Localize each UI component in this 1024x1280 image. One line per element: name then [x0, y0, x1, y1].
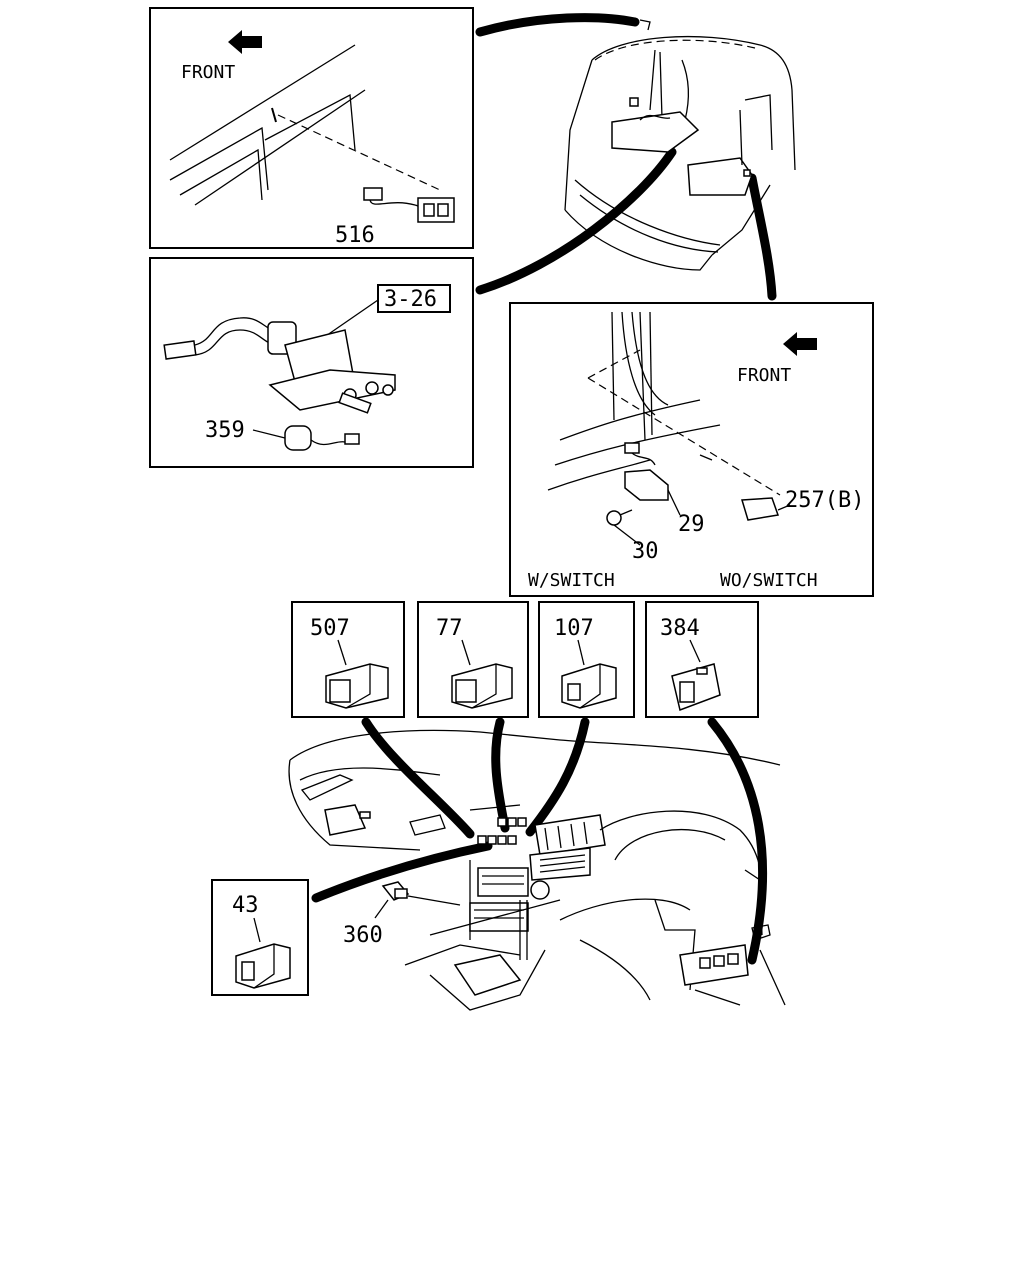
vehicle-cab-sketch — [564, 19, 796, 271]
part-label-257b: 257(B) — [785, 488, 864, 513]
part-label-30: 30 — [632, 539, 659, 564]
switch-box-384: 384 — [645, 601, 759, 718]
part-label-43: 43 — [232, 893, 259, 918]
switch-box-77: 77 — [417, 601, 529, 718]
part-label-3-26: 3-26 — [384, 287, 437, 312]
part-label-359: 359 — [205, 418, 245, 443]
part-label-107: 107 — [554, 616, 594, 641]
switch-box-507: 507 — [291, 601, 405, 718]
leader-curves — [311, 13, 777, 965]
panel-side-switch: FRONT 29 30 257(B) W/SWITCH WO/SWITCH — [509, 302, 874, 597]
w-switch-label: W/SWITCH — [528, 570, 615, 591]
front-arrow-top — [228, 30, 262, 54]
panel-roof-harness: FRONT 516 — [149, 7, 474, 249]
part-label-360: 360 — [343, 923, 383, 948]
switch-box-107: 107 — [538, 601, 635, 718]
component-360: 360 — [343, 881, 461, 948]
part-label-507: 507 — [310, 616, 350, 641]
part-label-516: 516 — [335, 223, 375, 248]
wo-switch-label: WO/SWITCH — [720, 570, 818, 591]
panel-actuator: 3-26 359 — [149, 257, 474, 468]
front-arrow-right — [783, 332, 817, 356]
dashboard-sketch — [288, 729, 786, 1011]
part-label-77: 77 — [436, 616, 463, 641]
part-label-29: 29 — [678, 512, 705, 537]
front-label-right: FRONT — [737, 365, 791, 386]
front-label-top: FRONT — [181, 62, 235, 83]
switch-box-43: 43 — [211, 879, 309, 996]
part-label-384: 384 — [660, 616, 700, 641]
